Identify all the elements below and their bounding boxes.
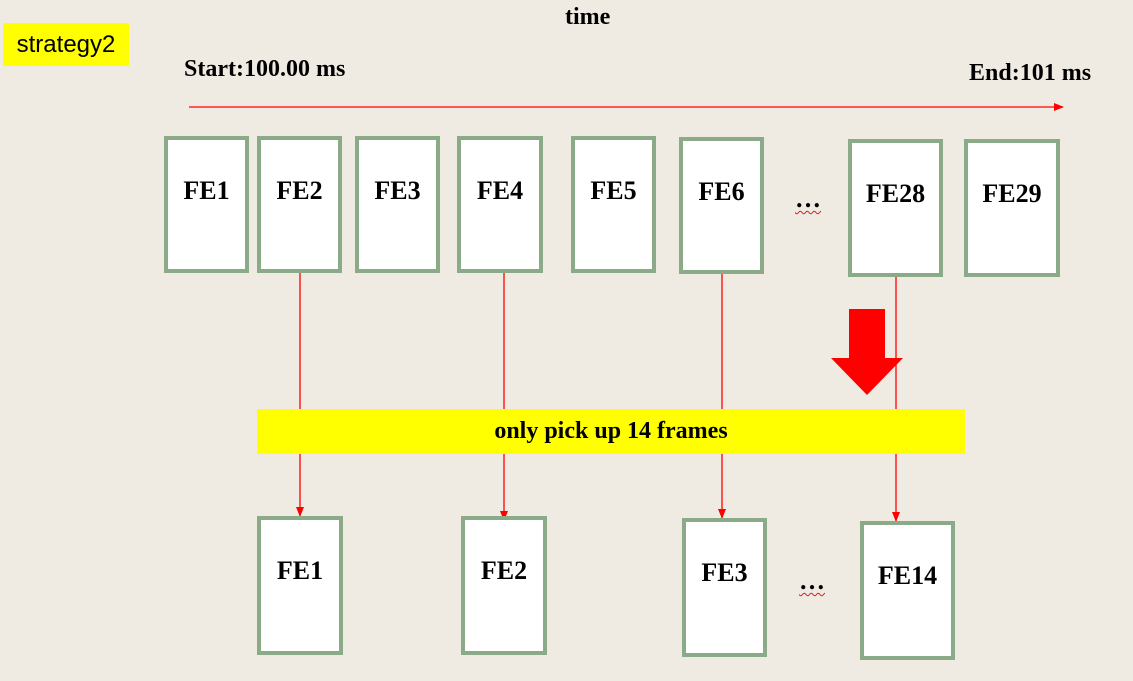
top-ellipsis: … (795, 184, 821, 213)
bottom-frame-label: FE2 (480, 556, 528, 585)
bottom-frame-14: FE14 (860, 521, 955, 660)
bottom-frame-label: FE3 (701, 558, 748, 587)
top-frame-label: FE4 (476, 176, 524, 205)
axis-title: time (565, 4, 611, 30)
top-frame-28: FE28 (848, 139, 943, 277)
axis-start-label: Start:100.00 ms (184, 56, 346, 82)
top-frame-label: FE5 (590, 176, 637, 205)
top-frame-6: FE6 (679, 137, 764, 274)
selection-banner: only pick up 14 frames (257, 409, 965, 454)
top-frame-3: FE3 (355, 136, 440, 273)
strategy-label: strategy2 (3, 23, 129, 66)
top-frame-label: FE28 (865, 179, 926, 208)
top-frame-label: FE29 (982, 179, 1042, 208)
bottom-ellipsis: … (799, 566, 825, 595)
top-frame-1: FE1 (164, 136, 249, 273)
top-frame-29: FE29 (964, 139, 1060, 277)
top-frame-label: FE6 (698, 177, 745, 206)
down-arrow-icon (831, 309, 903, 395)
bottom-frame-label: FE1 (276, 556, 324, 585)
top-frame-2: FE2 (257, 136, 342, 273)
axis-end-label: End:101 ms (969, 60, 1092, 86)
bottom-frame-3: FE3 (682, 518, 767, 657)
top-frame-label: FE3 (374, 176, 421, 205)
bottom-frame-label: FE14 (877, 561, 938, 590)
bottom-frame-2: FE2 (461, 516, 547, 655)
top-frame-4: FE4 (457, 136, 543, 273)
top-frame-5: FE5 (571, 136, 656, 273)
top-frame-label: FE1 (183, 176, 230, 205)
bottom-frame-1: FE1 (257, 516, 343, 655)
top-frame-label: FE2 (276, 176, 323, 205)
